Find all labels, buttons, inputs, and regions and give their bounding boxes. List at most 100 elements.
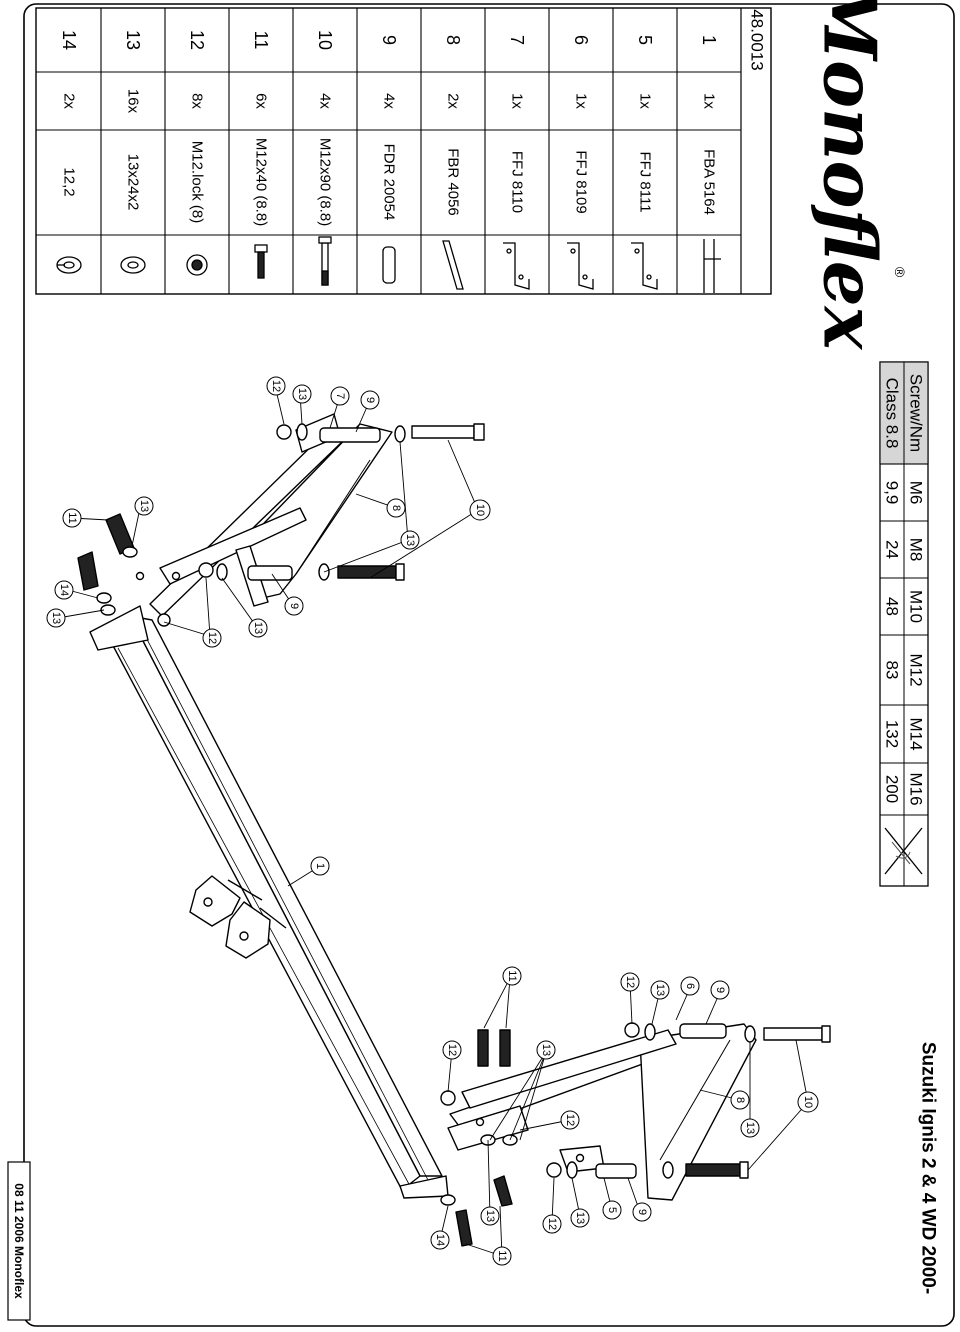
callout-label: 13 bbox=[296, 388, 308, 400]
callout-1: 1 bbox=[310, 856, 330, 876]
callout-10: 10 bbox=[797, 1091, 819, 1113]
mounting-lug bbox=[189, 875, 287, 959]
torque-size: M14 bbox=[907, 717, 926, 750]
callout-11: 11 bbox=[492, 1246, 512, 1266]
part-name: M12.lock (8) bbox=[189, 141, 206, 224]
callout-label: 14 bbox=[434, 1234, 446, 1246]
torque-size: M8 bbox=[907, 538, 926, 562]
callout-label: 12 bbox=[546, 1218, 558, 1230]
callout-label: 9 bbox=[714, 987, 726, 993]
callout-14: 14 bbox=[430, 1230, 450, 1250]
callout-label: 12 bbox=[446, 1044, 458, 1056]
callout-13: 13 bbox=[292, 384, 312, 404]
callout-label: 13 bbox=[138, 500, 150, 512]
bracket-icon bbox=[503, 242, 530, 290]
vehicle-title: Suzuki Ignis 2 & 4 WD 2000- bbox=[918, 1042, 939, 1294]
callout-9: 9 bbox=[284, 596, 304, 616]
callout-13: 13 bbox=[570, 1208, 590, 1228]
part-name: M12x90 (8.8) bbox=[317, 138, 334, 226]
callout-13: 13 bbox=[650, 980, 670, 1000]
callout-13: 13 bbox=[248, 618, 268, 638]
wrench-crossed-icon bbox=[884, 827, 923, 875]
callout-12: 12 bbox=[202, 628, 222, 648]
callout-label: 11 bbox=[496, 1250, 508, 1261]
callout-6: 6 bbox=[680, 976, 700, 996]
callout-label: 13 bbox=[574, 1212, 586, 1224]
callout-label: 5 bbox=[606, 1207, 618, 1213]
callout-label: 13 bbox=[654, 984, 666, 996]
footer-box bbox=[7, 1161, 31, 1321]
callout-label: 11 bbox=[506, 970, 518, 981]
callout-13: 13 bbox=[134, 496, 154, 516]
callout-label: 9 bbox=[364, 397, 376, 403]
spacer-tube-icon bbox=[382, 246, 396, 284]
crossbar-tube bbox=[89, 605, 449, 1199]
short-bolt-icon bbox=[254, 244, 268, 279]
part-qty: 1x bbox=[509, 93, 526, 109]
sheet-border bbox=[23, 3, 955, 1327]
washer-icon bbox=[120, 256, 146, 274]
part-number: 5 bbox=[635, 35, 655, 45]
callout-label: 14 bbox=[58, 584, 70, 596]
callout-12: 12 bbox=[442, 1040, 462, 1060]
torque-size: M16 bbox=[907, 772, 926, 805]
bracket-icon bbox=[567, 242, 594, 290]
spacer-tube bbox=[247, 427, 727, 1179]
callout-label: 10 bbox=[474, 504, 486, 516]
callout-9: 9 bbox=[632, 1202, 652, 1222]
torque-table: Screw/Nm Class 8.8 M69,9M824M1048M1283M1… bbox=[879, 361, 929, 887]
part-name: FFJ 8109 bbox=[573, 150, 590, 213]
callout-label: 11 bbox=[66, 512, 78, 523]
callout-7: 7 bbox=[330, 386, 350, 406]
part-name: M12x40 (8.8) bbox=[253, 138, 270, 226]
part-qty: 1x bbox=[701, 93, 718, 109]
callout-label: 8 bbox=[390, 505, 402, 511]
callout-13: 13 bbox=[400, 530, 420, 550]
callout-11: 11 bbox=[62, 508, 82, 528]
left-bracket-assembly bbox=[135, 413, 393, 617]
part-name: 12,2 bbox=[61, 167, 78, 196]
part-qty: 2x bbox=[445, 93, 462, 109]
callout-label: 13 bbox=[404, 534, 416, 546]
callout-label: 1 bbox=[314, 863, 326, 869]
catalog-number: 48.0013 bbox=[748, 9, 767, 70]
part-number: 9 bbox=[379, 35, 399, 45]
part-qty: 2x bbox=[61, 93, 78, 109]
callout-5: 5 bbox=[602, 1200, 622, 1220]
callout-label: 8 bbox=[734, 1097, 746, 1103]
callout-9: 9 bbox=[710, 980, 730, 1000]
callout-12: 12 bbox=[266, 376, 286, 396]
part-qty: 8x bbox=[189, 93, 206, 109]
crossbar-assembly-drawing bbox=[57, 389, 831, 1257]
callout-label: 13 bbox=[252, 622, 264, 634]
part-number: 7 bbox=[507, 35, 527, 45]
callout-label: 13 bbox=[540, 1044, 552, 1056]
part-qty: 4x bbox=[317, 93, 334, 109]
part-qty: 1x bbox=[637, 93, 654, 109]
part-number: 11 bbox=[251, 31, 271, 50]
callout-10: 10 bbox=[469, 499, 491, 521]
callout-label: 10 bbox=[802, 1096, 814, 1108]
part-number: 6 bbox=[571, 35, 591, 45]
callout-label: 13 bbox=[50, 612, 62, 624]
callout-8: 8 bbox=[386, 498, 406, 518]
part-qty: 16x bbox=[125, 89, 142, 114]
callout-label: 7 bbox=[334, 393, 346, 399]
part-name: FBA 5164 bbox=[701, 149, 718, 215]
long-bolt bbox=[337, 423, 831, 1179]
torque-value: 83 bbox=[883, 661, 902, 680]
torque-value: 48 bbox=[883, 597, 902, 616]
callout-label: 12 bbox=[270, 380, 282, 392]
callout-11: 11 bbox=[502, 966, 522, 986]
callout-13: 13 bbox=[536, 1040, 556, 1060]
torque-value: 24 bbox=[883, 540, 902, 559]
